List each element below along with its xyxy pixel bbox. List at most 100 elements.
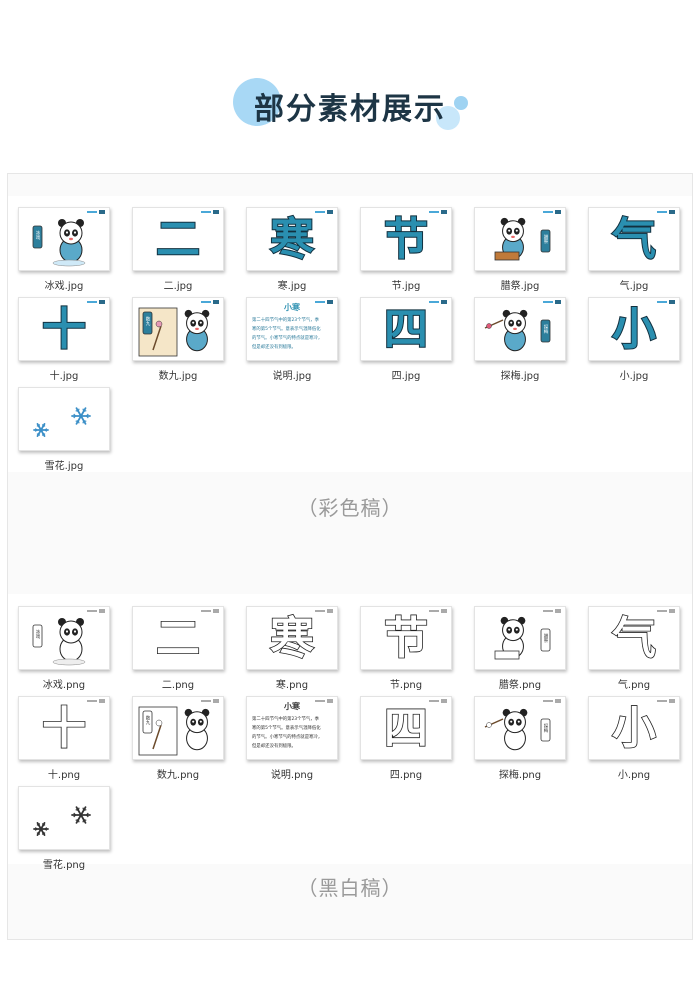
asset-caption: 二.png [161, 680, 195, 691]
note-line: 寒的第5个节气。意表示气温降低化 [252, 325, 321, 332]
asset-caption: 雪花.png [42, 860, 86, 871]
note-line: 第二十四节气中的第23个节气，季 [252, 715, 320, 722]
thumbnail-art: 节 [383, 210, 447, 266]
brand-logo [669, 210, 675, 214]
asset-thumbnail[interactable]: 小寒第二十四节气中的第23个节气，季寒的第5个节气。意表示气温降低化的节气。小寒… [246, 297, 338, 361]
asset-item[interactable]: 数九数九.jpg [132, 297, 224, 382]
asset-item[interactable]: 雪花.png [18, 786, 110, 871]
brand-logo [213, 300, 219, 304]
asset-thumbnail[interactable]: 腊祭 [474, 207, 566, 271]
asset-thumbnail[interactable]: 探梅 [474, 297, 566, 361]
thumbnail-art: 小 [611, 300, 675, 356]
label-tag-text: 数九 [145, 714, 150, 726]
glyph-char: 十 [42, 304, 86, 355]
brand-logo [669, 699, 675, 703]
snowflake-icon [33, 822, 49, 836]
thumbnail-art [33, 407, 91, 437]
asset-thumbnail[interactable]: 四 [360, 297, 452, 361]
brand-logo [327, 609, 333, 613]
brand-logo [441, 300, 447, 304]
asset-caption: 二.jpg [163, 281, 193, 292]
asset-thumbnail[interactable]: 节 [360, 606, 452, 670]
asset-thumbnail[interactable]: 二 [132, 606, 224, 670]
asset-item[interactable]: 气气.jpg [588, 207, 680, 292]
asset-thumbnail[interactable]: 数九 [132, 297, 224, 361]
asset-item[interactable]: 四四.png [360, 696, 452, 781]
brand-logo [669, 609, 675, 613]
label-tag: 数九 [142, 710, 153, 734]
asset-thumbnail[interactable]: 气 [588, 207, 680, 271]
asset-item[interactable]: 探梅探梅.png [474, 696, 566, 781]
asset-thumbnail[interactable] [18, 786, 110, 850]
asset-item[interactable]: 二二.png [132, 606, 224, 691]
asset-item[interactable]: 冰戏冰戏.jpg [18, 207, 110, 292]
brand-mark [201, 211, 211, 213]
asset-caption: 寒.jpg [277, 281, 307, 292]
asset-item[interactable]: 小小.png [588, 696, 680, 781]
bw-section-label: （黑白稿） [297, 876, 403, 900]
asset-item[interactable]: 腊祭腊祭.png [474, 606, 566, 691]
asset-thumbnail[interactable]: 十 [18, 297, 110, 361]
asset-thumbnail[interactable]: 数九 [132, 696, 224, 760]
asset-thumbnail[interactable]: 探梅 [474, 696, 566, 760]
asset-item[interactable]: 腊祭腊祭.jpg [474, 207, 566, 292]
brand-logo [213, 699, 219, 703]
asset-item[interactable]: 探梅探梅.jpg [474, 297, 566, 382]
asset-thumbnail[interactable]: 二 [132, 207, 224, 271]
asset-caption: 寒.png [275, 680, 309, 691]
asset-item[interactable]: 寒寒.jpg [246, 207, 338, 292]
asset-thumbnail[interactable]: 腊祭 [474, 606, 566, 670]
asset-caption: 雪花.jpg [44, 461, 84, 472]
decor-bubble-tiny [454, 96, 468, 110]
asset-thumbnail[interactable]: 小 [588, 696, 680, 760]
page-title: 部分素材展示 [254, 92, 446, 127]
asset-item[interactable]: 四四.jpg [360, 297, 452, 382]
brand-mark [315, 211, 325, 213]
asset-thumbnail[interactable]: 十 [18, 696, 110, 760]
plum-branch [152, 325, 162, 351]
brand-mark [315, 700, 325, 702]
asset-thumbnail[interactable]: 四 [360, 696, 452, 760]
asset-item[interactable]: 冰戏冰戏.png [18, 606, 110, 691]
brand-mark [315, 301, 325, 303]
thumbnail-art: 探梅 [484, 699, 561, 751]
asset-item[interactable]: 雪花.jpg [18, 387, 110, 472]
note-heading: 小寒 [283, 302, 301, 312]
asset-thumbnail[interactable]: 小寒第二十四节气中的第23个节气，季寒的第5个节气。意表示气温降低化的节气。小寒… [246, 696, 338, 760]
asset-item[interactable]: 小寒第二十四节气中的第23个节气，季寒的第5个节气。意表示气温降低化的节气。小寒… [246, 297, 338, 382]
asset-item[interactable]: 数九数九.png [132, 696, 224, 781]
asset-item[interactable]: 节节.png [360, 606, 452, 691]
panda-figure [58, 219, 84, 263]
thumbnail-art: 冰戏 [32, 609, 105, 666]
brand-mark [429, 700, 439, 702]
thumbnail-art [33, 806, 91, 836]
asset-thumbnail[interactable] [18, 387, 110, 451]
asset-item[interactable]: 气气.png [588, 606, 680, 691]
label-tag: 数九 [142, 311, 153, 335]
thumbnail-art: 十 [41, 300, 105, 356]
asset-item[interactable]: 节节.jpg [360, 207, 452, 292]
glyph-char: 寒 [270, 214, 314, 265]
label-tag-text: 冰戏 [35, 229, 40, 241]
asset-thumbnail[interactable]: 节 [360, 207, 452, 271]
asset-item[interactable]: 二二.jpg [132, 207, 224, 292]
asset-item[interactable]: 小小.jpg [588, 297, 680, 382]
asset-thumbnail[interactable]: 气 [588, 606, 680, 670]
label-tag-text: 冰戏 [35, 628, 40, 640]
asset-caption: 腊祭.png [498, 680, 542, 691]
thumbnail-art: 探梅 [484, 300, 561, 352]
asset-thumbnail[interactable]: 小 [588, 297, 680, 361]
thumbnail-art: 气 [611, 210, 675, 266]
asset-item[interactable]: 十十.png [18, 696, 110, 781]
asset-thumbnail[interactable]: 寒 [246, 606, 338, 670]
thumbnail-art: 节 [383, 609, 447, 665]
decor-bubble-small [436, 106, 460, 130]
asset-item[interactable]: 寒寒.png [246, 606, 338, 691]
asset-thumbnail[interactable]: 寒 [246, 207, 338, 271]
asset-item[interactable]: 小寒第二十四节气中的第23个节气，季寒的第5个节气。意表示气温降低化的节气。小寒… [246, 696, 338, 781]
asset-thumbnail[interactable]: 冰戏 [18, 606, 110, 670]
asset-item[interactable]: 十十.jpg [18, 297, 110, 382]
panda-figure [502, 309, 528, 352]
asset-thumbnail[interactable]: 冰戏 [18, 207, 110, 271]
brand-mark [657, 301, 667, 303]
